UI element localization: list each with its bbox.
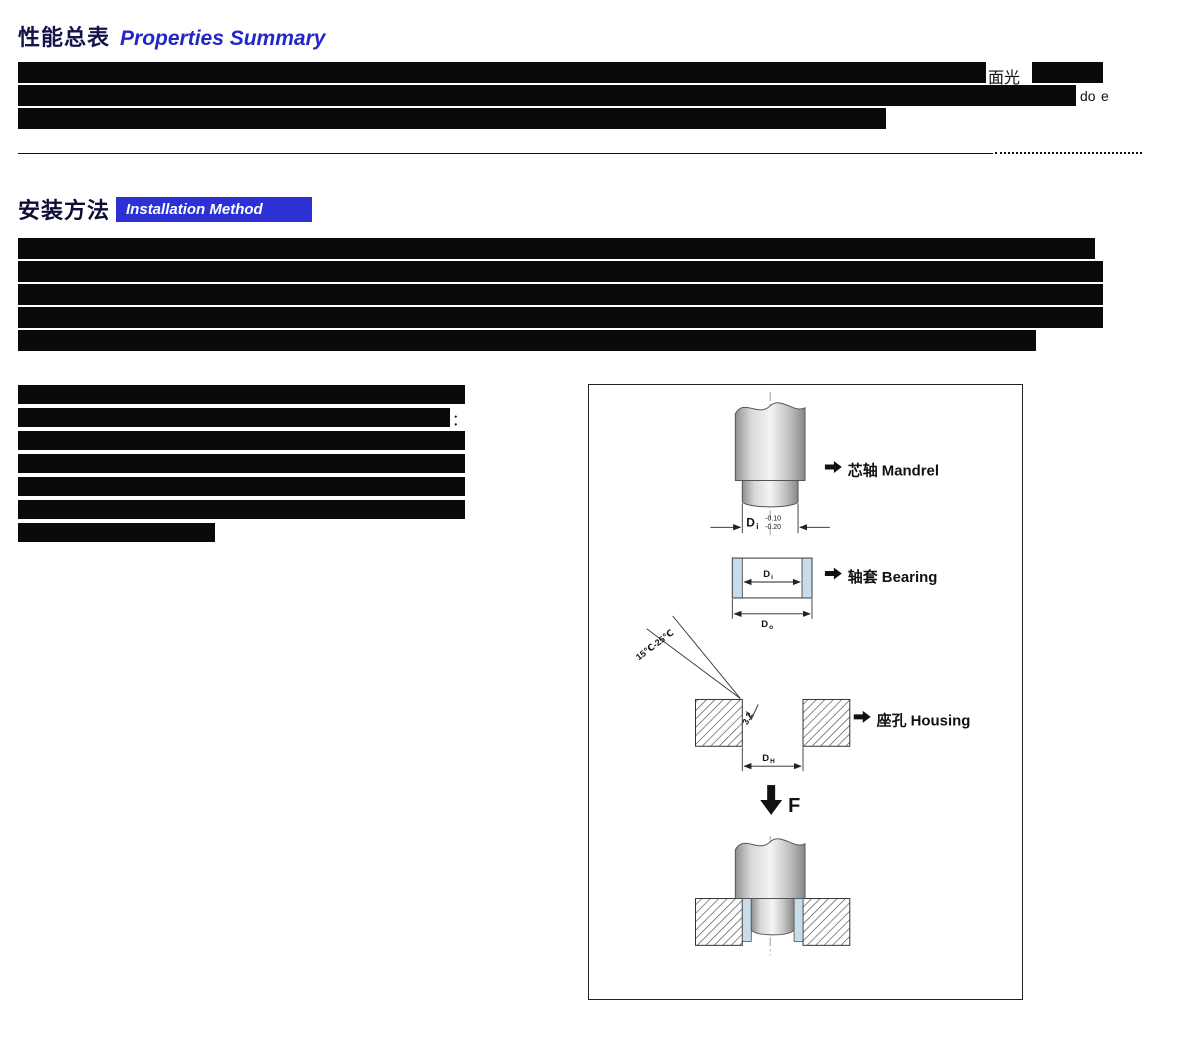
- dim-dh-housing: D: [762, 753, 769, 764]
- redacted-text-line: [18, 431, 465, 450]
- dim-di-bearing: D: [763, 569, 770, 580]
- dim-do-bearing: D: [761, 619, 768, 630]
- mandrel-drawing: D i -0.10 -0.20 芯轴 Mandrel: [710, 391, 939, 536]
- installation-figure-box: D i -0.10 -0.20 芯轴 Mandrel D i D o 轴套 B: [588, 384, 1023, 1000]
- redacted-text-line: [18, 238, 1095, 259]
- force-arrow-icon: [767, 785, 776, 801]
- installation-diagram: D i -0.10 -0.20 芯轴 Mandrel D i D o 轴套 B: [634, 391, 971, 956]
- bearing-wall-left: [731, 557, 743, 599]
- redacted-text-line: [18, 477, 465, 496]
- redacted-text-line: [18, 330, 1036, 351]
- housing-block-right: [802, 898, 851, 946]
- redacted-text-line: [18, 523, 215, 542]
- redacted-text-line: [18, 408, 450, 427]
- mandrel-body: [734, 402, 806, 481]
- redacted-text-line: [18, 500, 465, 519]
- tolerance-lower: -0.20: [765, 524, 781, 531]
- section1-heading-en: Properties Summary: [120, 27, 326, 50]
- bearing-wall-right: [793, 898, 804, 942]
- section2-heading: 安装方法 Installation Method: [18, 193, 313, 225]
- mandrel-step: [741, 479, 799, 508]
- arrow-right-icon: [824, 461, 842, 474]
- chamfer-leader: [646, 628, 741, 699]
- redacted-text-line: [18, 108, 886, 129]
- text-fragment: do: [1080, 88, 1096, 104]
- bearing-drawing: D i D o 轴套 Bearing: [731, 557, 938, 631]
- section-divider-dotted-end: [995, 152, 1142, 154]
- dim-di-bearing-sub: i: [771, 574, 773, 581]
- housing-block-left: [695, 698, 743, 747]
- dim-dh-housing-sub: H: [770, 758, 775, 765]
- section2-heading-highlight: Installation Method: [116, 196, 313, 222]
- press-force: F: [760, 785, 800, 817]
- redacted-text-line: [18, 62, 986, 83]
- housing-label: 座孔 Housing: [876, 711, 971, 729]
- bearing-label: 轴套 Bearing: [848, 568, 938, 586]
- force-label: F: [788, 795, 800, 817]
- dim-di-mandrel-sub: i: [756, 522, 758, 531]
- chamfer-leader: [672, 615, 741, 699]
- dim-do-bearing-sub: o: [769, 624, 773, 631]
- housing-drawing: 15℃-25℃ 3.2 D H 座孔 Housing: [634, 615, 971, 772]
- bearing-wall-left: [741, 898, 752, 942]
- arrow-right-icon: [824, 567, 842, 580]
- section2-heading-zh: 安装方法: [18, 198, 111, 223]
- redacted-text-line: [18, 261, 1103, 282]
- redacted-text-line: [1032, 62, 1103, 83]
- redacted-text-line: [18, 454, 465, 473]
- text-fragment-colon: ：: [452, 412, 468, 429]
- redacted-text-line: [18, 307, 1103, 328]
- assembled-drawing: [695, 835, 851, 956]
- redacted-text-line: [18, 85, 1076, 106]
- arrow-right-icon: [853, 710, 871, 723]
- tolerance-upper: -0.10: [765, 515, 781, 522]
- force-arrow-icon: [760, 800, 783, 815]
- roughness-symbol-icon: [745, 704, 759, 721]
- section1-heading-zh: 性能总表: [18, 25, 111, 50]
- mandrel-step: [750, 898, 795, 936]
- text-fragment: 面光: [988, 70, 1021, 87]
- housing-block-right: [802, 698, 851, 747]
- text-fragment: e: [1101, 88, 1109, 104]
- bearing-wall-right: [801, 557, 813, 599]
- section-divider: [18, 153, 993, 154]
- mandrel-label: 芯轴 Mandrel: [848, 462, 939, 480]
- mandrel-body: [734, 838, 806, 900]
- dim-di-mandrel: D: [746, 515, 755, 529]
- redacted-text-line: [18, 284, 1103, 305]
- chamfer-angle-label: 15℃-25℃: [634, 627, 676, 662]
- section1-heading: 性能总表 Properties Summary: [18, 20, 325, 52]
- redacted-text-line: [18, 385, 465, 404]
- housing-block-left: [695, 898, 743, 946]
